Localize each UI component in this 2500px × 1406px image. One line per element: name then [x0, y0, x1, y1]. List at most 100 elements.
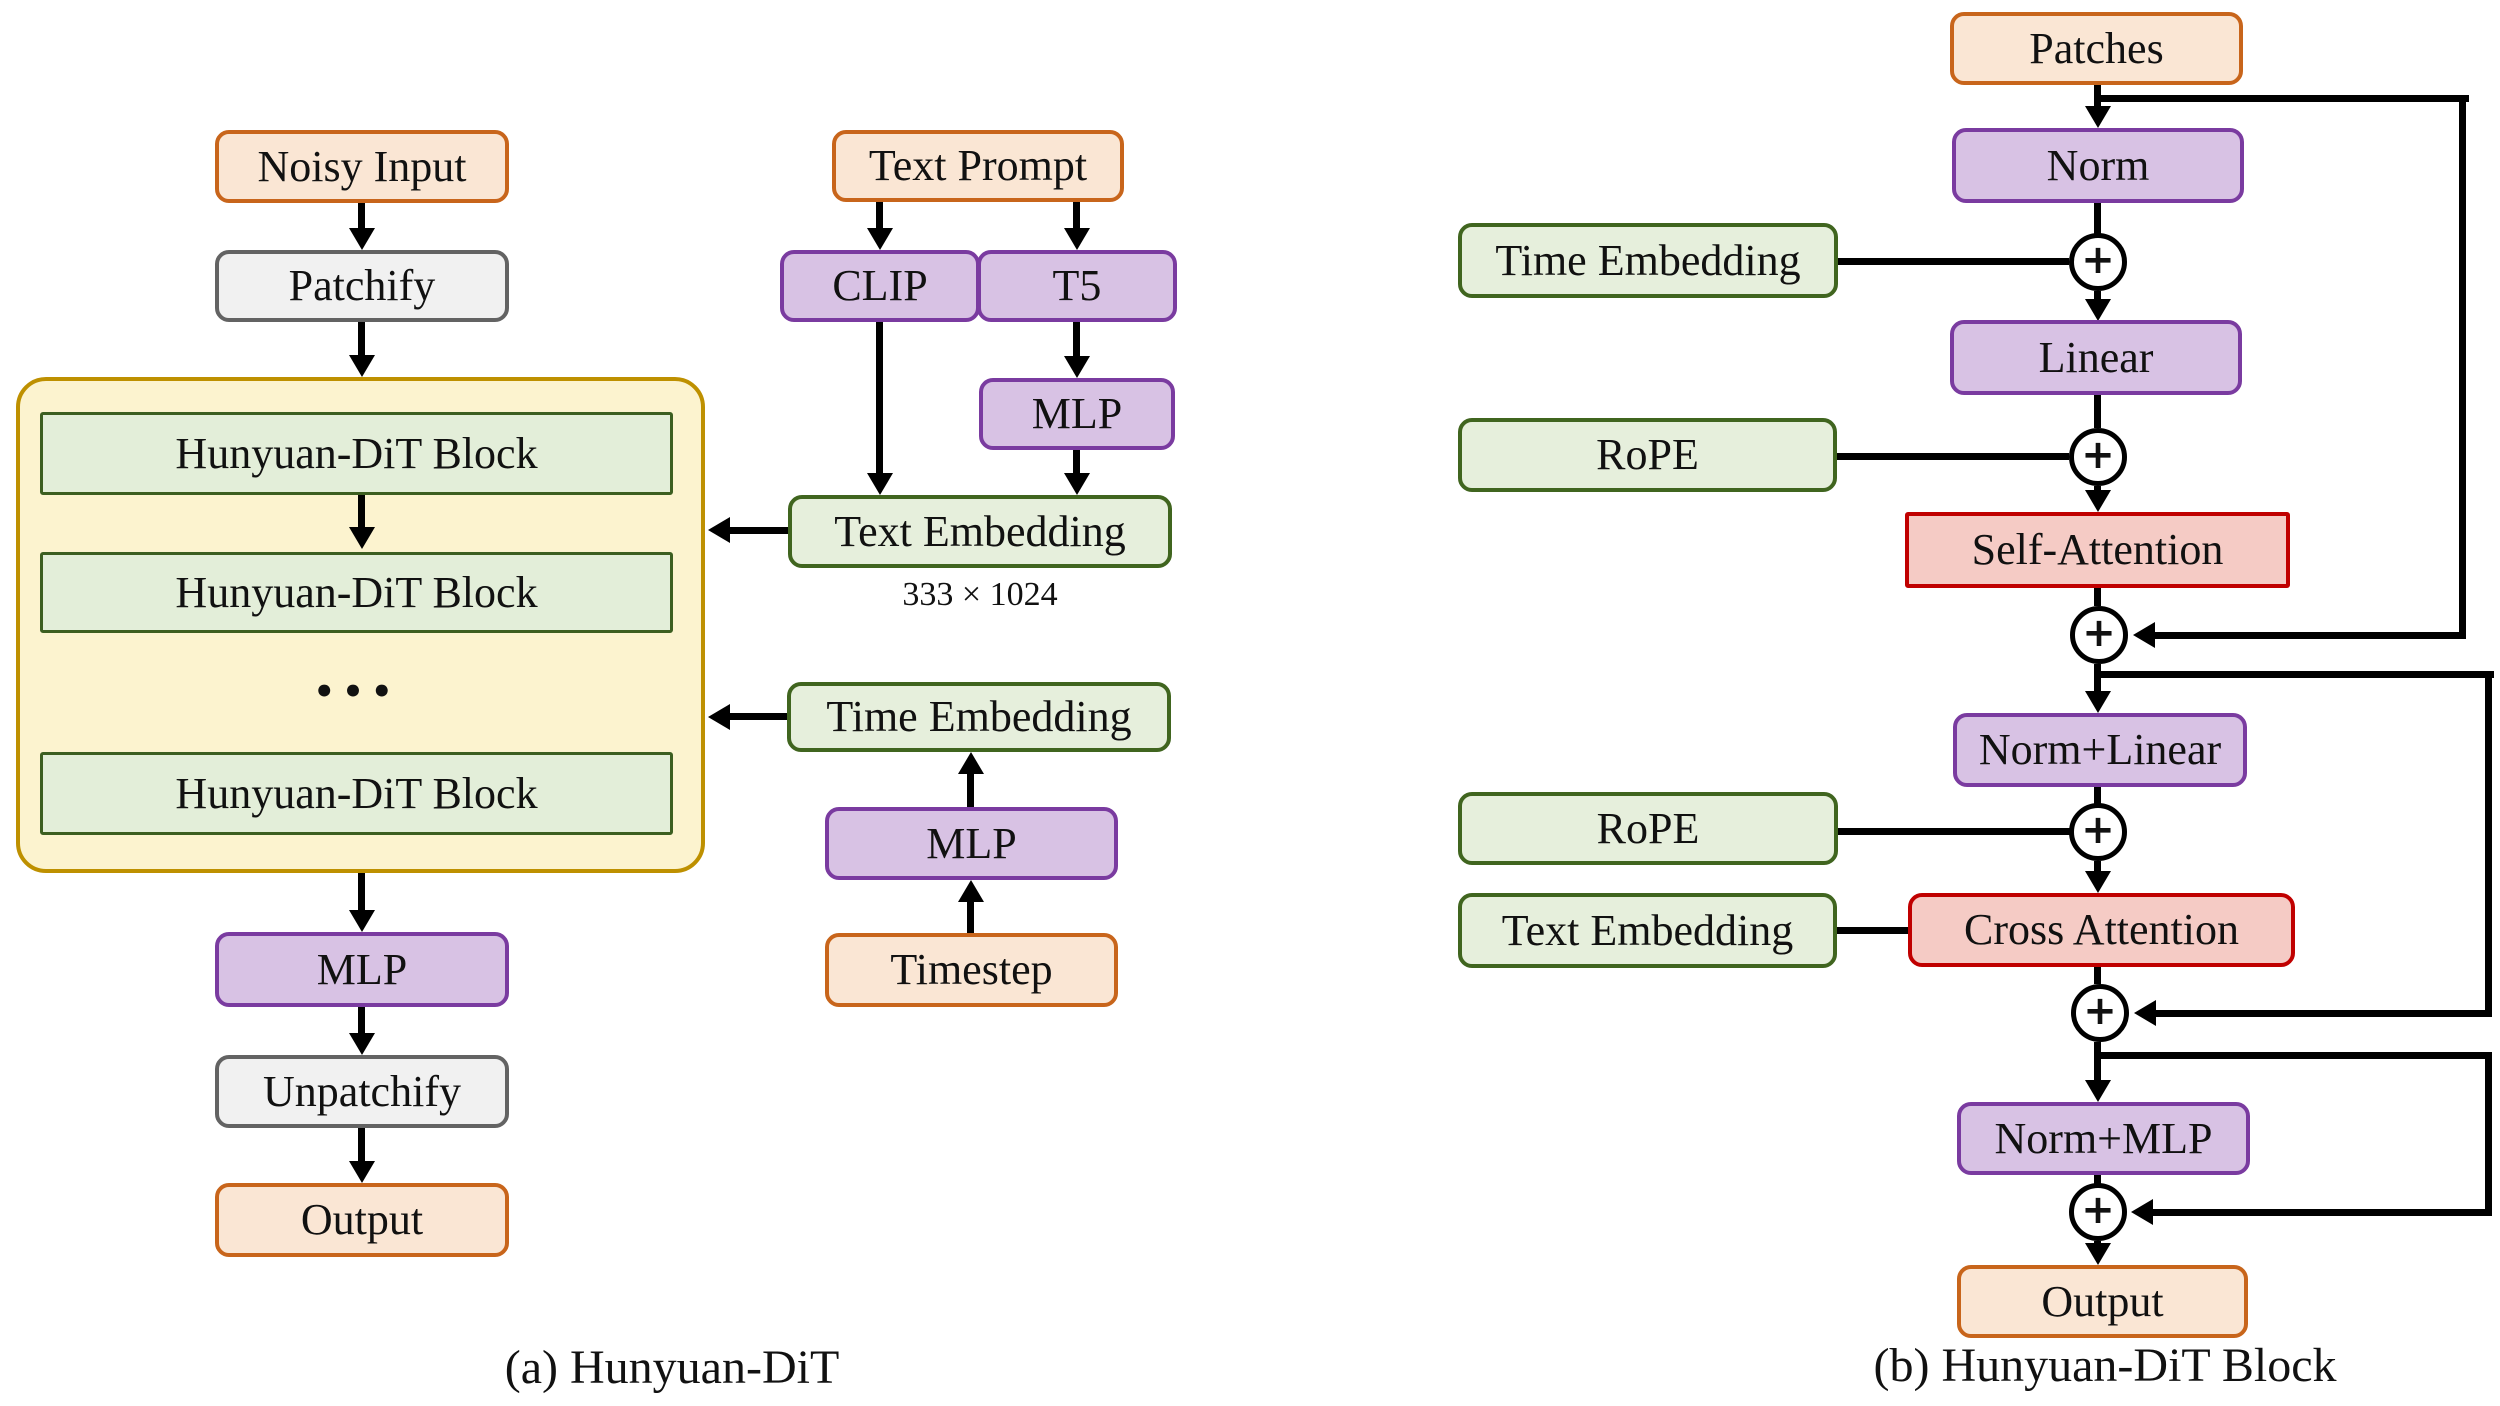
connector-patchify-to-stack-line	[358, 322, 365, 356]
skip-b-return-line	[2156, 1010, 2492, 1017]
connector-plus1-to-linear-arrowhead	[2085, 299, 2111, 321]
connector-patchify-to-stack-arrowhead	[349, 355, 375, 377]
node-rope-2: RoPE	[1458, 792, 1838, 865]
node-time-embedding-a: Time Embedding	[787, 682, 1171, 752]
skip-a-vertical-line	[2459, 95, 2466, 639]
node-patchify: Patchify	[215, 250, 509, 322]
node-hunyuan-dit-block-3: Hunyuan-DiT Block	[40, 752, 673, 835]
connector-normmlp-to-plus6-line	[2094, 1175, 2101, 1184]
connector-plus3-to-normlinear-line	[2094, 664, 2101, 693]
caption-panel-b: (b) Hunyuan-DiT Block	[1873, 1339, 2337, 1392]
connector-normlinear-to-plus4-line	[2094, 787, 2101, 804]
connector-textembed-to-stack-line	[730, 527, 788, 534]
node-output-a: Output	[215, 1183, 509, 1257]
connector-clip-to-textembed-arrowhead	[867, 473, 893, 495]
connector-plus5-to-normmlp-line	[2094, 1042, 2101, 1082]
node-rope-1: RoPE	[1458, 418, 1837, 492]
skip-b-top-line	[2101, 671, 2494, 678]
connector-selfattn-to-plus3-line	[2094, 588, 2101, 606]
node-unpatchify: Unpatchify	[215, 1055, 509, 1128]
connector-rope2-to-plus4-line	[1838, 828, 2070, 835]
connector-timeembed-to-stack-arrowhead	[708, 704, 730, 730]
text-embedding-dimension-label: 333 × 1024	[902, 576, 1058, 613]
skip-c-top-line	[2101, 1052, 2492, 1059]
connector-textembed-to-crossattn-line	[1837, 927, 1908, 934]
plus-residual-2: +	[2071, 984, 2129, 1042]
connector-timeembed-to-plus1-line	[1838, 258, 2069, 265]
plus-add-rope-2: +	[2069, 803, 2127, 861]
node-t5: T5	[977, 250, 1177, 322]
node-noisy-input: Noisy Input	[215, 130, 509, 203]
plus-add-time-embedding: +	[2069, 233, 2127, 291]
connector-mlp-to-textembed-arrowhead	[1064, 473, 1090, 495]
connector-norm-to-plus1-line	[2094, 203, 2101, 234]
node-cross-attention: Cross Attention	[1908, 893, 2295, 967]
connector-unpatchify-to-output-line	[358, 1128, 365, 1162]
connector-timestep-to-mlptime-line	[967, 902, 974, 933]
plus-residual-1: +	[2070, 606, 2128, 664]
skip-c-arrowhead	[2131, 1199, 2153, 1225]
skip-c-return-line	[2153, 1209, 2492, 1216]
connector-prompt-to-t5-line	[1073, 202, 1080, 229]
connector-prompt-to-clip-line	[876, 202, 883, 229]
plus-residual-3: +	[2069, 1183, 2127, 1241]
connector-clip-to-textembed-line	[876, 322, 883, 473]
connector-plus2-to-selfattn-arrowhead	[2085, 490, 2111, 512]
node-text-embedding-a: Text Embedding	[788, 495, 1172, 568]
connector-linear-to-plus2-line	[2094, 395, 2101, 428]
connector-t5-to-mlp-line	[1073, 322, 1080, 356]
skip-b-vertical-line	[2485, 671, 2492, 1017]
node-patches: Patches	[1950, 12, 2243, 85]
connector-plus3-to-normlinear-arrowhead	[2085, 691, 2111, 713]
connector-plus4-to-crossattn-line	[2094, 861, 2101, 873]
connector-rope1-to-plus2-line	[1837, 453, 2069, 460]
skip-c-vertical-line	[2485, 1052, 2492, 1216]
connector-block1-to-block2-arrowhead	[349, 527, 375, 549]
connector-patches-to-norm-line	[2094, 85, 2101, 108]
connector-mlp-to-unpatchify-arrowhead	[349, 1033, 375, 1055]
connector-prompt-to-clip-arrowhead	[867, 228, 893, 250]
node-norm: Norm	[1952, 128, 2244, 203]
plus-add-rope-1: +	[2069, 428, 2127, 486]
more-blocks-ellipsis: •••	[313, 672, 400, 712]
connector-noisy-to-patchify-arrowhead	[349, 228, 375, 250]
node-linear: Linear	[1950, 320, 2242, 395]
node-output-b: Output	[1957, 1265, 2248, 1338]
connector-patches-to-norm-arrowhead	[2085, 106, 2111, 128]
node-timestep: Timestep	[825, 933, 1118, 1007]
skip-a-return-line	[2155, 632, 2466, 639]
connector-unpatchify-to-output-arrowhead	[349, 1161, 375, 1183]
connector-stack-to-mlp-arrowhead	[349, 910, 375, 932]
skip-a-arrowhead	[2133, 622, 2155, 648]
caption-panel-a: (a) Hunyuan-DiT	[504, 1341, 840, 1394]
node-clip: CLIP	[780, 250, 980, 322]
connector-plus2-to-selfattn-line	[2094, 486, 2101, 492]
connector-plus6-to-output-arrowhead	[2085, 1243, 2111, 1265]
skip-a-top-line	[2101, 95, 2469, 102]
connector-textembed-to-stack-arrowhead	[708, 517, 730, 543]
connector-plus5-to-normmlp-arrowhead	[2085, 1080, 2111, 1102]
connector-prompt-to-t5-arrowhead	[1064, 228, 1090, 250]
connector-noisy-to-patchify-line	[358, 203, 365, 230]
node-hunyuan-dit-block-1: Hunyuan-DiT Block	[40, 412, 673, 495]
connector-mlp-to-unpatchify-line	[358, 1007, 365, 1034]
connector-mlptime-to-timeembed-line	[967, 774, 974, 807]
connector-stack-to-mlp-line	[358, 873, 365, 910]
skip-b-arrowhead	[2134, 1000, 2156, 1026]
node-mlp-time: MLP	[825, 807, 1118, 880]
node-norm-linear: Norm+Linear	[1953, 713, 2247, 787]
connector-block1-to-block2-line	[358, 495, 365, 528]
connector-crossattn-to-plus5-line	[2094, 967, 2101, 984]
connector-mlptime-to-timeembed-arrowhead	[958, 752, 984, 774]
node-hunyuan-dit-block-2: Hunyuan-DiT Block	[40, 552, 673, 633]
connector-plus1-to-linear-line	[2094, 291, 2101, 301]
node-self-attention: Self-Attention	[1905, 512, 2290, 588]
connector-mlp-to-textembed-line	[1073, 450, 1080, 473]
node-norm-mlp: Norm+MLP	[1957, 1102, 2250, 1175]
connector-t5-to-mlp-arrowhead	[1064, 356, 1090, 378]
node-text-prompt: Text Prompt	[832, 130, 1124, 202]
node-mlp-out: MLP	[215, 932, 509, 1007]
node-mlp-text: MLP	[979, 378, 1175, 450]
connector-timeembed-to-stack-line	[730, 713, 787, 720]
